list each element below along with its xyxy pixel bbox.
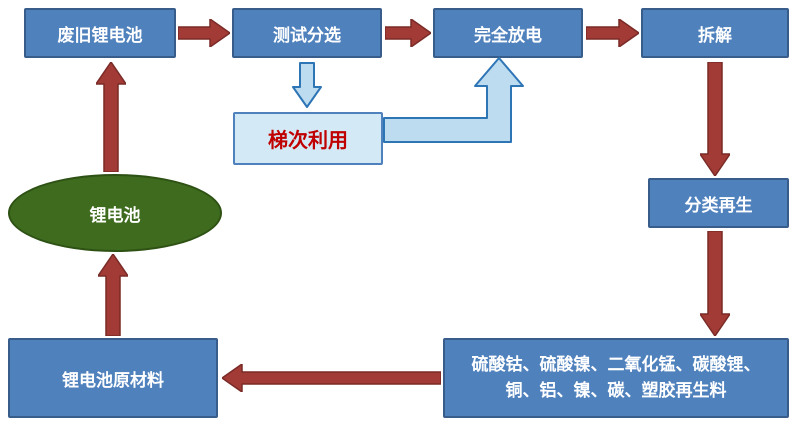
node-lithium-battery-ellipse: 锂电池 xyxy=(8,174,222,252)
node-disassembly: 拆解 xyxy=(641,8,789,58)
node-label: 锂电池原材料 xyxy=(62,370,164,390)
node-label: 锂电池 xyxy=(89,205,141,225)
node-label: 分类再生 xyxy=(684,195,753,215)
node-label-line1: 硫酸钴、硫酸镍、二氧化锰、碳酸锂、 xyxy=(471,354,761,374)
node-test-sorting: 测试分选 xyxy=(232,8,382,58)
arrow-elbow-echelon-to-discharge xyxy=(383,57,524,143)
node-label: 梯次利用 xyxy=(268,130,348,152)
node-classification-regeneration: 分类再生 xyxy=(648,178,789,228)
arrow-down-classification-to-materials xyxy=(700,231,730,336)
node-label: 废旧锂电池 xyxy=(57,25,143,45)
node-raw-materials: 锂电池原材料 xyxy=(8,338,218,418)
arrow-down-test-to-echelon xyxy=(292,62,322,108)
node-label-line2: 铜、铝、镍、碳、塑胶再生料 xyxy=(505,381,727,400)
arrow-right-test-to-discharge xyxy=(385,19,431,47)
node-label: 拆解 xyxy=(698,25,732,45)
node-full-discharge: 完全放电 xyxy=(433,8,583,58)
arrow-right-waste-to-test xyxy=(178,19,230,47)
arrow-down-disassembly-to-classification xyxy=(700,62,730,176)
arrow-up-raw-to-battery xyxy=(98,254,128,336)
node-label: 测试分选 xyxy=(273,25,341,45)
node-waste-lithium-battery: 废旧锂电池 xyxy=(24,8,176,58)
node-label: 完全放电 xyxy=(474,25,542,45)
node-echelon-use: 梯次利用 xyxy=(233,112,383,165)
arrow-left-materials-to-raw xyxy=(222,364,441,392)
node-recycled-materials: 硫酸钴、硫酸镍、二氧化锰、碳酸锂、 铜、铝、镍、碳、塑胶再生料 xyxy=(443,338,789,418)
arrow-up-battery-to-waste xyxy=(96,62,126,172)
arrow-right-discharge-to-disassembly xyxy=(586,19,639,47)
